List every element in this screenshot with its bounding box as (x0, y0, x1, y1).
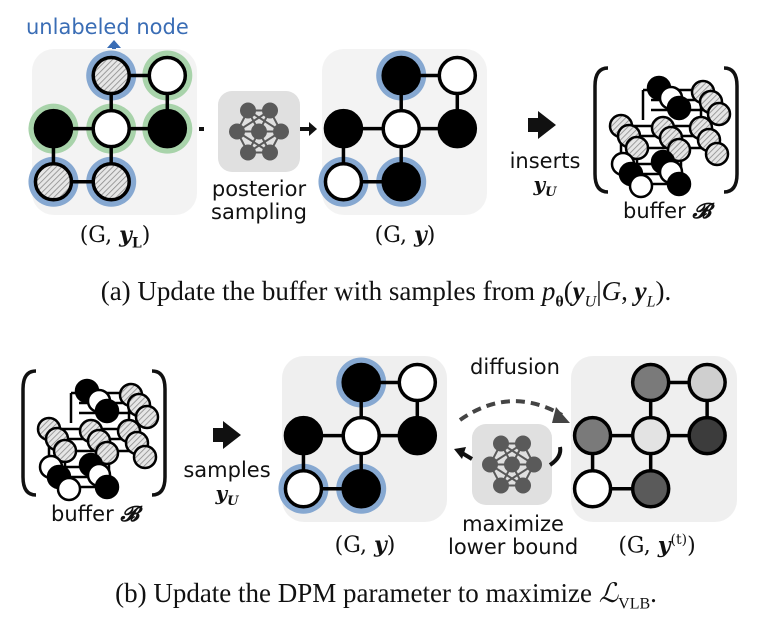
buffer-node (94, 440, 120, 466)
block-arrow-icon (528, 111, 556, 139)
buffer-node (628, 173, 654, 199)
graph-node (630, 415, 671, 456)
buffer-node (94, 398, 120, 424)
graph-node (33, 162, 74, 202)
buffer-bracket-left-b (21, 369, 37, 497)
diffusion-arrow (458, 399, 570, 423)
buffer-bracket-right (723, 66, 739, 194)
dashed-connector (199, 127, 204, 131)
buffer-bracket-left (593, 66, 609, 194)
buffer-node (624, 135, 650, 161)
sampled-graph-label: (G, y) (374, 222, 436, 248)
gnn-node (493, 477, 509, 494)
gnn-node (251, 123, 267, 140)
graph-node (147, 108, 188, 149)
graph-node (91, 162, 131, 202)
graph-node (341, 415, 381, 456)
buffer-node (704, 141, 730, 167)
graph-node (33, 108, 74, 149)
graph-node (283, 469, 324, 509)
buffer-label: buffer 𝓑 (623, 198, 711, 223)
noisy-graph (572, 362, 727, 509)
buffer-stack-b (36, 378, 160, 502)
gnn-node (240, 102, 256, 119)
maximize-lower-bound-label: maximize lower bound (448, 513, 578, 559)
gnn-node (273, 123, 289, 140)
maximize-line1: maximize (462, 512, 564, 536)
buffer-node (52, 438, 78, 464)
graph-node (323, 162, 364, 202)
gnn-node (240, 144, 256, 161)
graph-node (572, 469, 613, 509)
gnn-node (515, 435, 531, 452)
gnn-node (504, 456, 520, 473)
graph-node (147, 55, 188, 96)
graph-node (572, 415, 613, 456)
gnn-node (262, 102, 278, 119)
graph-node (381, 55, 421, 96)
input-graph (28, 50, 193, 207)
gnn-node (526, 456, 542, 473)
graph-node (397, 362, 438, 403)
buffer-node (132, 444, 158, 470)
gnn-node (515, 477, 531, 494)
buffer-node (94, 474, 120, 500)
diffusion-label: diffusion (470, 355, 560, 379)
sampled-graph (318, 50, 478, 207)
graph-node (437, 108, 478, 149)
samples-label: samples yU (177, 459, 277, 513)
buffer-label-b: buffer 𝓑 (51, 501, 139, 526)
buffer-stack (608, 75, 732, 199)
graph-node (91, 108, 131, 149)
graph-node (630, 469, 671, 509)
noisy-graph-label: (G, y(t)) (618, 532, 696, 559)
buffer-node (666, 171, 692, 197)
buffer-bracket-right-b (151, 369, 167, 497)
inserts-var: yU (533, 172, 557, 201)
graph-node (323, 108, 364, 149)
buffer-node (56, 476, 82, 502)
graph-node (91, 55, 131, 96)
gnn-node (262, 144, 278, 161)
caption-b: (b) Update the DPM parameter to maximize… (115, 578, 657, 613)
posterior-sampling-label: posterior sampling (200, 178, 318, 224)
graph-node (381, 162, 421, 202)
posterior-label-line1: posterior (211, 177, 307, 201)
input-graph-label: (G, yL) (79, 222, 151, 252)
graph-node (630, 362, 671, 403)
graph-node (341, 362, 381, 403)
gnn-node (493, 435, 509, 452)
clean-graph (278, 357, 438, 514)
gnn-network-icon (229, 102, 289, 161)
caption-a: (a) Update the buffer with samples from … (100, 276, 672, 311)
graph-node (437, 55, 478, 96)
posterior-label-line2: sampling (211, 200, 307, 224)
graph-node (397, 415, 438, 456)
buffer-node (666, 137, 692, 163)
clean-graph-label: (G, y) (334, 532, 396, 558)
unlabeled-node-annotation: unlabeled node (26, 15, 189, 39)
inserts-text: inserts (509, 149, 581, 173)
buffer-node (666, 95, 692, 121)
graph-node (283, 415, 324, 456)
graph-node (687, 415, 727, 456)
graph-node (341, 469, 381, 509)
arrow-right-icon (300, 122, 317, 136)
gnn-node (229, 123, 245, 140)
annotation-arrow-icon (107, 40, 121, 53)
reverse-arrow (454, 446, 563, 467)
samples-text: samples (183, 458, 271, 482)
buffer-node (706, 101, 732, 127)
gnn-network-icon-b (482, 435, 542, 494)
inserts-label: inserts yU (500, 150, 590, 204)
buffer-node (134, 404, 160, 430)
graph-node (687, 362, 727, 403)
maximize-line2: lower bound (448, 535, 579, 559)
gnn-node (482, 456, 498, 473)
block-arrow-icon-b (213, 421, 241, 449)
graph-node (381, 108, 421, 149)
samples-var: yU (215, 481, 239, 510)
